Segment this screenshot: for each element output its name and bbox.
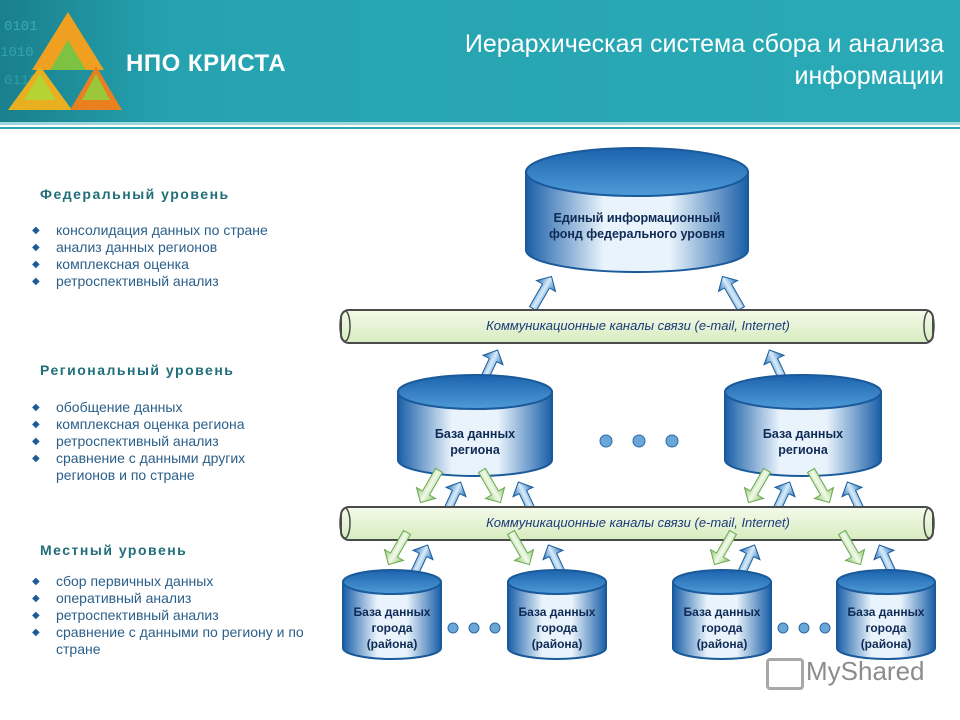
channel-label-bottom: Коммуникационные каналы связи (e-mail, I… — [486, 515, 790, 530]
diamond-bullet-icon: ◆ — [32, 593, 40, 604]
region-database-cylinder-right — [724, 374, 882, 477]
list-item: ◆комплексная оценка — [32, 256, 189, 272]
local-list: ◆сбор первичных данных ◆оперативный анал… — [32, 573, 332, 658]
watermark: MyShared — [806, 656, 925, 686]
city-database-cylinder-4 — [836, 569, 936, 660]
diamond-bullet-icon: ◆ — [32, 610, 40, 621]
header-divider-2 — [0, 127, 960, 129]
diamond-bullet-icon: ◆ — [32, 576, 40, 587]
city-db-label-3: База данных города (района) — [683, 605, 761, 651]
presentation-icon — [766, 658, 804, 690]
level-title-local: Местный уровень — [40, 542, 188, 558]
list-item: ◆комплексная оценка региона — [32, 416, 245, 432]
city-db-label-4: База данных города (района) — [847, 605, 925, 651]
diamond-bullet-icon: ◆ — [32, 436, 40, 447]
communication-channel-top — [339, 309, 935, 344]
list-item: ◆ретроспективный анализ — [32, 273, 219, 289]
diamond-bullet-icon: ◆ — [32, 402, 40, 413]
ellipsis-dots — [447, 622, 831, 634]
city-database-cylinder-2 — [507, 569, 607, 660]
list-item: ◆ретроспективный анализ — [32, 433, 219, 449]
svg-text:0101: 0101 — [4, 19, 38, 35]
city-database-cylinder-1 — [342, 569, 442, 660]
diamond-bullet-icon: ◆ — [32, 627, 40, 638]
channel-label-top: Коммуникационные каналы связи (e-mail, I… — [486, 318, 790, 333]
region-db-label-right: База данных региона — [762, 427, 844, 457]
region-database-cylinder-left — [397, 374, 553, 477]
city-database-cylinder-3 — [672, 569, 772, 660]
diamond-bullet-icon: ◆ — [32, 225, 40, 236]
list-item: ◆сравнение с данными других регионов и п… — [32, 450, 246, 483]
city-db-label-1: База данных города (района) — [353, 605, 431, 651]
list-item: ◆сравнение с данными по региону и по стр… — [32, 624, 304, 657]
level-title-federal: Федеральный уровень — [40, 186, 230, 202]
page-title: Иерархическая система сбора и анализа ин… — [464, 30, 944, 90]
list-item: ◆ретроспективный анализ — [32, 607, 219, 623]
city-db-label-2: База данных города (района) — [518, 605, 596, 651]
ellipsis-dots — [599, 434, 679, 448]
level-title-regional: Региональный уровень — [40, 362, 235, 378]
federal-db-label: Единый информационный фонд федерального … — [548, 211, 726, 241]
list-item: ◆консолидация данных по стране — [32, 222, 268, 238]
diamond-bullet-icon: ◆ — [32, 242, 40, 253]
list-item: ◆анализ данных регионов — [32, 239, 218, 255]
header-banner — [0, 0, 960, 122]
diamond-bullet-icon: ◆ — [32, 453, 40, 464]
list-item: ◆оперативный анализ — [32, 590, 192, 606]
federal-database-cylinder — [525, 147, 749, 273]
svg-text:1010: 1010 — [0, 45, 34, 61]
diamond-bullet-icon: ◆ — [32, 276, 40, 287]
logo-text: НПО КРИСТА — [126, 50, 287, 77]
federal-list: ◆консолидация данных по стране ◆анализ д… — [32, 222, 268, 290]
list-item: ◆сбор первичных данных — [32, 573, 214, 589]
header-divider — [0, 122, 960, 125]
diamond-bullet-icon: ◆ — [32, 419, 40, 430]
communication-channel-bottom — [339, 506, 935, 541]
regional-list: ◆обобщение данных ◆комплексная оценка ре… — [32, 399, 302, 484]
region-db-label-left: База данных региона — [434, 427, 516, 457]
logo-icon: 0101 1010 0110 — [0, 12, 122, 110]
list-item: ◆обобщение данных — [32, 399, 183, 415]
diamond-bullet-icon: ◆ — [32, 259, 40, 270]
